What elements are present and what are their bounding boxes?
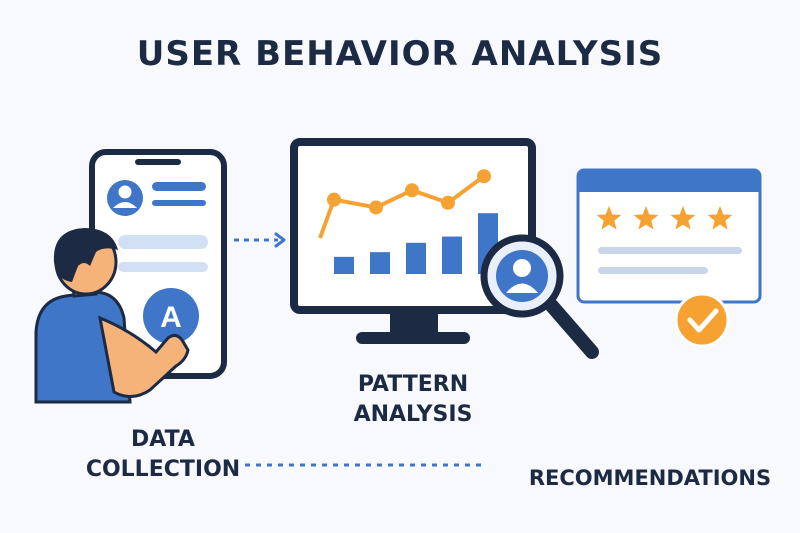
chart-point — [327, 192, 341, 207]
star-icon — [596, 206, 622, 230]
label-line: DATA — [131, 427, 195, 452]
profile-avatar-icon — [107, 180, 143, 216]
profile-line — [152, 182, 206, 191]
step-data-collection-label: DATA COLLECTION — [68, 425, 258, 485]
magnifying-glass-icon — [480, 234, 599, 359]
avatar-letter-badge[interactable] — [143, 288, 199, 344]
text-placeholder-bar — [598, 247, 742, 254]
trend-chart — [318, 169, 498, 274]
chart-point — [369, 200, 383, 215]
label-line: PATTERN — [357, 372, 469, 397]
step-pattern-analysis-label: PATTERN ANALYSIS — [318, 370, 508, 430]
chart-point — [441, 195, 455, 210]
step-recommendations-label: RECOMMENDATIONS — [528, 466, 772, 490]
star-icon — [707, 206, 733, 230]
rating-card-icon — [576, 168, 762, 348]
label-line: COLLECTION — [85, 457, 241, 482]
text-placeholder-bar — [118, 235, 208, 249]
chart-point — [477, 169, 491, 184]
diagram-title: USER BEHAVIOR ANALYSIS — [136, 34, 664, 74]
chart-point — [405, 183, 419, 198]
chart-bar — [334, 256, 354, 274]
chart-bar — [370, 252, 390, 274]
person-icon — [34, 228, 190, 404]
star-icon — [633, 206, 659, 230]
text-placeholder-bar — [118, 262, 208, 272]
avatar-letter: A — [160, 301, 182, 334]
chart-bar — [442, 236, 462, 274]
monitor-icon — [290, 138, 536, 344]
label-line: ANALYSIS — [353, 402, 473, 427]
checkmark-badge-icon — [674, 292, 730, 348]
rating-stars — [596, 206, 733, 230]
text-placeholder-bar — [598, 267, 708, 274]
star-icon — [670, 206, 696, 230]
profile-line — [152, 200, 206, 206]
flow-arrow — [234, 232, 286, 248]
chart-bar — [406, 242, 426, 274]
